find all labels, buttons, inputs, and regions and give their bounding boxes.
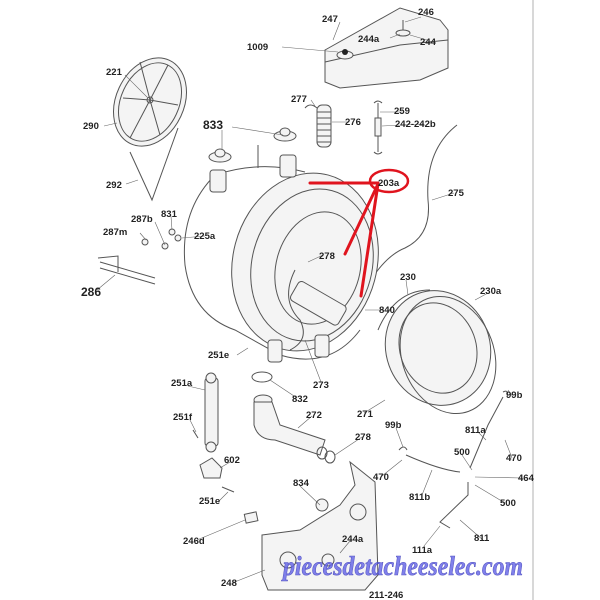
- part-label: 242-242b: [395, 119, 436, 130]
- part-label-highlighted: 203a: [378, 178, 400, 189]
- part-label: 811a: [465, 425, 486, 436]
- part-label: 225a: [194, 231, 216, 242]
- part-label: 251a: [171, 378, 193, 389]
- part-label: 834: [293, 478, 310, 489]
- part-label: 832: [292, 394, 308, 405]
- part-label: 500: [500, 498, 516, 509]
- leader-lines: [96, 16, 523, 584]
- part-label: 292: [106, 180, 122, 191]
- part-label: 470: [506, 453, 522, 464]
- spring-damper: [304, 104, 332, 148]
- part-label: 831: [161, 209, 178, 220]
- watermark: piecesdetacheeselec.com: [281, 551, 523, 581]
- part-label: 244: [420, 37, 437, 48]
- suspension-pads: [208, 127, 297, 168]
- part-label: 244a: [358, 34, 380, 45]
- wire-harness: [359, 124, 458, 301]
- part-label: 111a: [412, 545, 433, 556]
- part-label: 246: [418, 7, 434, 18]
- part-label: 230: [400, 272, 416, 283]
- part-label: 278: [319, 251, 335, 262]
- shock-absorber: [192, 372, 235, 493]
- part-label: 273: [313, 380, 329, 391]
- part-label: 470: [373, 472, 389, 483]
- part-label: 246d: [183, 536, 205, 547]
- part-label: 464: [518, 473, 535, 484]
- part-label: 833: [203, 118, 223, 132]
- part-label: 278: [355, 432, 371, 443]
- bottom-counterweight: [243, 460, 379, 591]
- top-counterweight: [324, 7, 449, 89]
- part-label: 811: [474, 533, 490, 544]
- part-label: 840: [379, 305, 395, 316]
- drive-belt: [129, 127, 179, 202]
- highlight-circle: [368, 168, 410, 194]
- part-label: 287b: [131, 214, 153, 225]
- part-label: 99b: [385, 420, 402, 431]
- part-label: 1009: [247, 42, 268, 53]
- part-label: 271: [357, 409, 374, 420]
- part-label: 276: [345, 117, 361, 128]
- part-label: 500: [454, 447, 470, 458]
- part-label: 290: [83, 121, 99, 132]
- part-label: 277: [291, 94, 307, 105]
- part-label: 275: [448, 188, 465, 199]
- heating-element: [97, 255, 156, 285]
- small-fittings: [141, 228, 182, 250]
- inlet-hoses: [398, 390, 508, 529]
- pulley: [113, 57, 187, 147]
- part-label: 251e: [199, 496, 220, 507]
- drain-hose: [251, 371, 336, 464]
- part-label: 244a: [342, 534, 364, 545]
- wash-tub: [183, 154, 379, 363]
- part-label: 230a: [480, 286, 502, 297]
- part-label: 211-246: [369, 590, 403, 600]
- part-labels: 247 246 1009 244a 244 221 277 259 276 24…: [81, 7, 535, 600]
- part-label: 272: [306, 410, 322, 421]
- highlight-annotation: [308, 168, 410, 298]
- tension-spring: [373, 100, 383, 155]
- part-label: 221: [106, 67, 123, 78]
- part-label: 247: [322, 14, 338, 25]
- part-label: 251e: [208, 350, 229, 361]
- part-label: 251f: [173, 412, 193, 423]
- part-label: 99b: [506, 390, 523, 401]
- part-label: 811b: [409, 492, 430, 503]
- part-label: 286: [81, 285, 101, 299]
- part-label: 259: [394, 106, 410, 117]
- door-gasket: [377, 289, 497, 415]
- part-label: 602: [224, 455, 240, 466]
- part-label: 287m: [103, 227, 127, 238]
- part-label: 248: [221, 578, 237, 589]
